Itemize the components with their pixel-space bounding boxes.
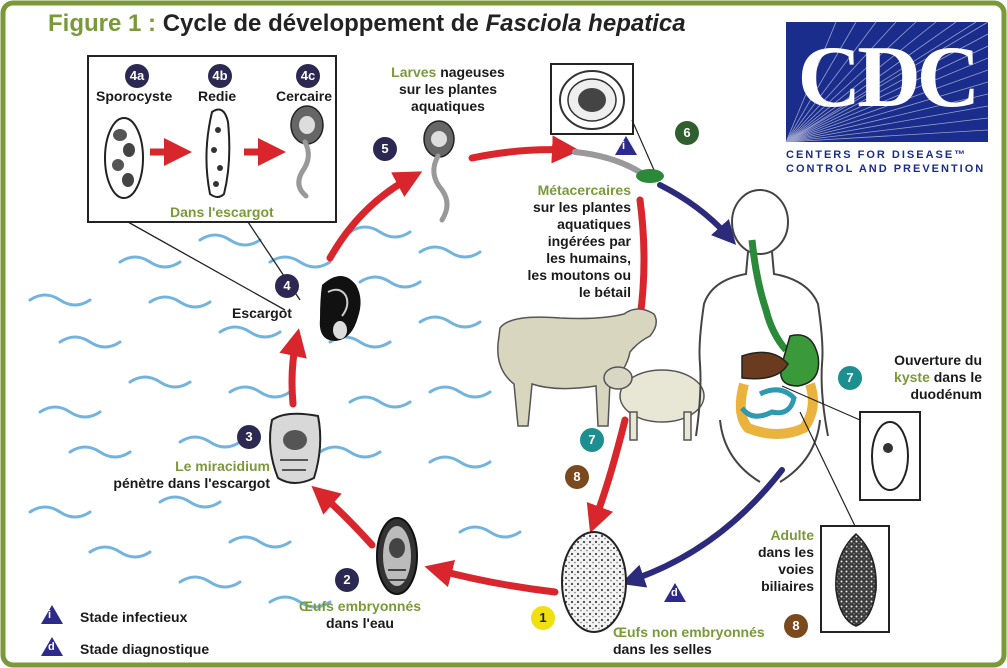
label-unembryonated-eggs: Œufs non embryonnés dans les selles (613, 624, 765, 658)
label-meta-2: sur les plantes (532, 199, 631, 215)
legend-infective-label: Stade infectieux (80, 609, 188, 625)
badge-7-animals: 7 (580, 428, 604, 452)
cow-illustration (497, 308, 657, 427)
legend-infective-letter: i (48, 609, 52, 621)
label-larvae-word: Larves (391, 64, 437, 80)
arrow-sheep-to-egg (586, 416, 629, 534)
label-in-snail: Dans l'escargot (170, 204, 274, 220)
label-meta-6: les moutons ou (527, 267, 631, 283)
infective-marker-letter: i (622, 140, 626, 152)
label-meta-7: le bétail (578, 284, 631, 300)
badge-5: 5 (373, 137, 397, 161)
label-embryonated-1: Œufs embryonnés (298, 598, 422, 614)
arrow-plant-to-human (657, 182, 737, 245)
digestive-organs (735, 239, 820, 439)
badge-2: 2 (335, 568, 359, 592)
figure-title-species: Fasciola hepatica (485, 10, 686, 37)
cdc-logo-word: CDC (797, 29, 981, 126)
figure-number: Figure 1 : (48, 10, 157, 37)
legend-infective-marker: i (41, 605, 63, 624)
cdc-logo: CDC (786, 22, 988, 142)
label-excystation-2: kyste (894, 369, 930, 385)
label-adult-1: Adulte (770, 527, 814, 543)
arrow-metacercaria-down (636, 196, 648, 322)
label-sporocyste: Sporocyste (96, 88, 173, 104)
badge-6: 6 (675, 121, 699, 145)
badge-1: 1 (531, 606, 555, 630)
label-larvae-swimming: nageuses (436, 64, 505, 80)
label-meta-5: les humains, (546, 250, 631, 266)
label-unembryonated-2: dans les selles (613, 641, 712, 657)
label-adult-3: voies (778, 561, 814, 577)
legend-diagnostic-letter: d (48, 641, 55, 653)
badge-8-animals: 8 (565, 465, 589, 489)
label-excystation-3: dans le (929, 369, 982, 385)
label-larvae-aquatic: aquatiques (411, 98, 485, 114)
arrow-human-to-egg (620, 467, 785, 588)
badge-4a: 4a (125, 64, 149, 88)
label-swimming-larvae: Larves nageuses sur les plantes aquatiqu… (378, 64, 518, 115)
sporocyst-illustration (104, 117, 144, 199)
label-embryonated-2: dans l'eau (326, 615, 394, 631)
arrow-snail-to-larva (326, 171, 423, 262)
miracidium-illustration (269, 412, 322, 484)
badge-4b: 4b (208, 64, 232, 88)
arrow-miracidium-to-snail (279, 328, 307, 408)
diagnostic-stage-marker: d (664, 583, 686, 602)
label-adult-4: biliaires (761, 578, 814, 594)
snail-illustration (319, 276, 361, 341)
legend-diagnostic-marker: d (41, 637, 63, 656)
embryonated-egg-illustration (376, 517, 418, 595)
label-excystation-4: duodénum (910, 386, 982, 402)
arrow-larva-to-plant (468, 135, 580, 164)
infective-stage-marker: i (615, 136, 637, 155)
label-miracidium-2: pénètre dans l'escargot (113, 475, 270, 491)
swimming-larva-illustration (423, 120, 455, 223)
label-miracidium: Le miracidium pénètre dans l'escargot (100, 458, 270, 492)
figure-title: Figure 1 : Cycle de développement de Fas… (48, 10, 686, 38)
label-unembryonated-1: Œufs non embryonnés (613, 624, 765, 640)
arrow-egg-to-embryonated (424, 560, 559, 596)
redia-illustration (205, 108, 231, 198)
label-cercaire: Cercaire (276, 88, 333, 104)
legend-diagnostic-label: Stade diagnostique (80, 641, 210, 657)
badge-7-human: 7 (838, 366, 862, 390)
badge-4: 4 (275, 274, 299, 298)
label-meta-3: aquatiques (557, 216, 631, 232)
water-waves (28, 225, 522, 609)
label-meta-4: ingérées par (547, 233, 631, 249)
human-silhouette (695, 189, 829, 483)
cdc-subtitle-line2: CONTROL AND PREVENTION (786, 163, 986, 175)
label-meta-1: Métacercaires (537, 182, 631, 198)
figure-title-main: Cycle de développement de (162, 10, 486, 37)
sheep-illustration (603, 366, 705, 441)
badge-8-human: 8 (784, 614, 808, 638)
label-excystation-1: Ouverture du (894, 352, 982, 368)
badge-4c: 4c (296, 64, 320, 88)
label-miracidium-1: Le miracidium (175, 458, 270, 474)
label-excystation: Ouverture du kyste dans le duodénum (870, 352, 982, 403)
label-redie: Redie (198, 88, 237, 104)
label-larvae-on-plants: sur les plantes (398, 81, 498, 97)
cercaria-illustration (290, 105, 324, 199)
aquatic-plant-illustration (572, 149, 664, 183)
badge-3: 3 (237, 425, 261, 449)
cdc-logo-rays (786, 22, 988, 142)
unembryonated-egg-illustration (561, 531, 627, 633)
arrow-embryonated-to-miracidium (311, 485, 376, 549)
label-metacercariae: Métacercaires sur les plantes aquatiques… (505, 182, 631, 301)
cdc-subtitle-line1: CENTERS FOR DISEASE™ (786, 149, 968, 161)
label-snail: Escargot (232, 305, 292, 321)
label-embryonated-eggs: Œufs embryonnés dans l'eau (290, 598, 430, 632)
label-adult: Adulte dans les voies biliaires (736, 527, 814, 595)
label-adult-2: dans les (757, 544, 814, 560)
cdc-logo-subtitle: CENTERS FOR DISEASE™ CONTROL AND PREVENT… (786, 148, 996, 176)
diagnostic-marker-letter: d (671, 587, 678, 599)
